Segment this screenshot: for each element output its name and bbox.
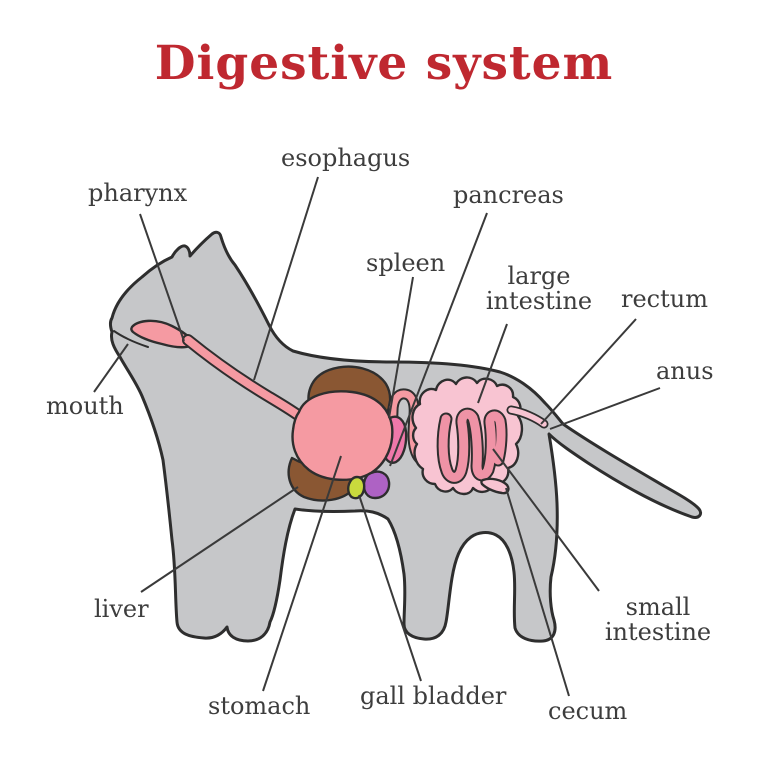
label-large-intestine: large intestine [485,262,593,315]
label-stomach: stomach [208,692,311,720]
label-mouth: mouth [46,392,124,420]
pancreas-shape [362,470,391,500]
label-rectum: rectum [621,285,708,313]
label-cecum: cecum [548,697,628,725]
leader-line-large-intestine [477,323,508,404]
cecum-shape [480,477,510,495]
leader-line-cecum [505,487,570,697]
leader-line-small-intestine [492,448,600,592]
leader-line-gall-bladder [358,494,422,682]
leader-line-stomach [262,455,342,692]
label-esophagus: esophagus [281,144,411,172]
leader-line-mouth [93,343,129,393]
leader-line-rectum [540,318,637,425]
label-gall-bladder: gall bladder [360,682,507,710]
label-anus: anus [656,357,714,385]
esophagus-tube [184,336,306,422]
leader-line-spleen [388,276,414,419]
leader-line-anus [549,387,661,430]
tongue-shape [130,319,196,349]
label-liver: liver [94,595,149,623]
leader-line-pancreas [389,212,488,467]
stomach-shape [291,390,394,482]
small-intestine-coils [438,409,506,482]
label-spleen: spleen [366,249,446,277]
leader-line-pharynx [139,213,185,342]
leader-line-esophagus [253,176,319,381]
label-small-intestine: small intestine [604,593,712,646]
page-title: Digestive system [154,36,614,91]
label-pancreas: pancreas [453,181,564,209]
label-pharynx: pharynx [88,179,188,207]
leader-line-liver [140,486,299,593]
mouth-line [113,330,149,348]
gall-bladder-shape [347,475,366,500]
